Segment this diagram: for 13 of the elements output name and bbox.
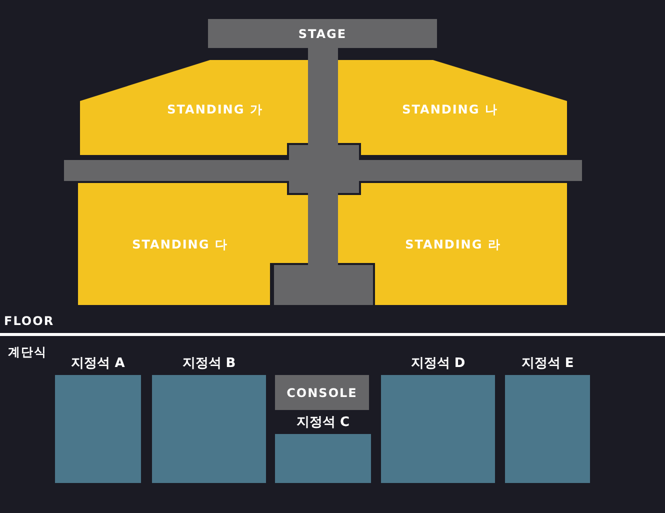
area-label: STANDING 나 bbox=[402, 102, 498, 118]
area-label: STANDING 가 bbox=[167, 102, 263, 118]
console-box: CONSOLE bbox=[275, 375, 369, 410]
area-label: STANDING 다 bbox=[132, 236, 228, 254]
section-label: 지정석 D bbox=[410, 355, 466, 373]
section-heading: 계단식 bbox=[8, 344, 47, 361]
section-label: 지정석 A bbox=[71, 355, 125, 373]
section-label: 지정석 C bbox=[296, 414, 350, 432]
section-heading: FLOOR bbox=[4, 314, 54, 328]
section-label: 지정석 B bbox=[182, 355, 236, 373]
area-label: STANDING 라 bbox=[405, 236, 501, 254]
stage-box: STAGE bbox=[208, 19, 437, 48]
section-label: 지정석 E bbox=[521, 355, 574, 373]
